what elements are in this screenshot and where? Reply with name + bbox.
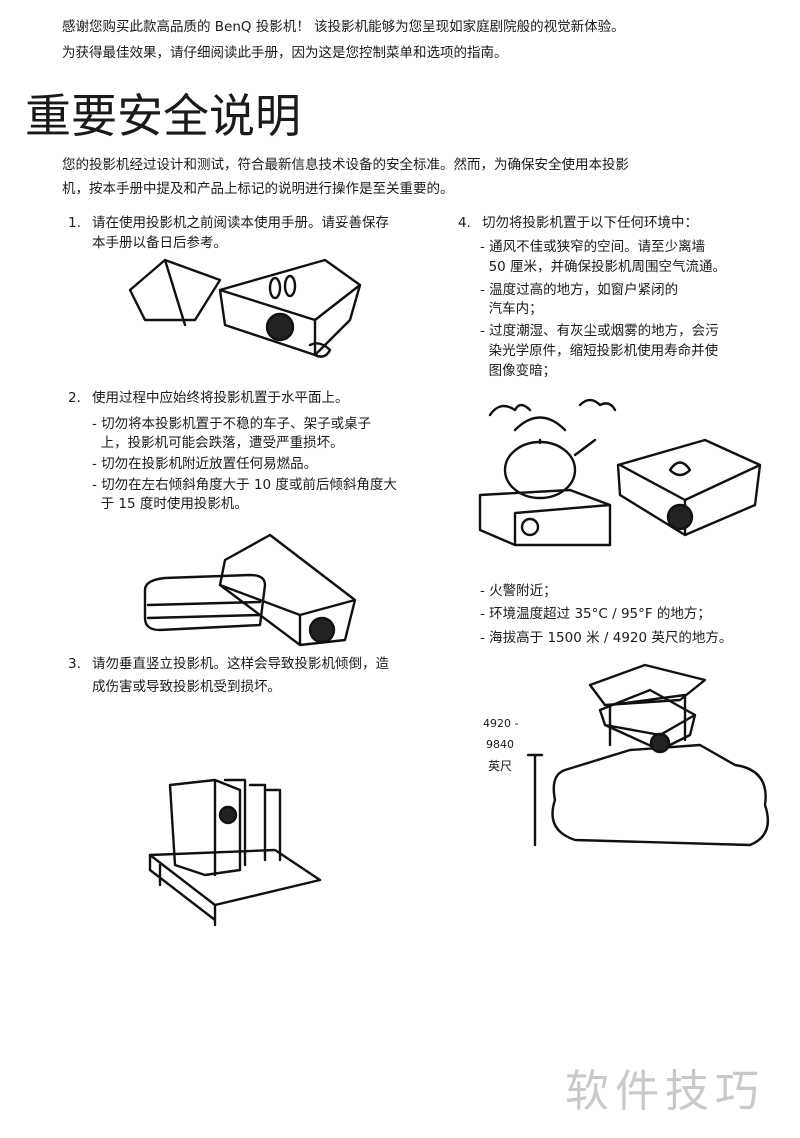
intro-line: 感谢您购买此款高品质的 BenQ 投影机！ 该投影机能够为您呈现如家庭剧院般的视… xyxy=(62,19,625,35)
item-number: 1. xyxy=(68,215,81,231)
sub-item: 染光学原件，缩短投影机使用寿命并使 xyxy=(480,343,719,359)
sub-item: - 过度潮湿、有灰尘或烟雾的地方，会污 xyxy=(480,323,719,339)
altitude-label: 9840 xyxy=(486,738,514,751)
sub-item: 50 厘米，并确保投影机周围空气流通。 xyxy=(480,259,727,275)
watermark: 软件技巧 xyxy=(565,1066,765,1117)
sub-item: 图像变暗； xyxy=(480,363,557,379)
sub-item: - 环境温度超过 35°C / 95°F 的地方； xyxy=(480,606,711,622)
lead-line: 您的投影机经过设计和测试，符合最新信息技术设备的安全标准。然而，为确保安全使用本… xyxy=(62,157,629,173)
page-title: 重要安全说明 xyxy=(25,89,301,143)
kettle-and-projector-illustration xyxy=(470,395,770,549)
sub-item: 汽车内； xyxy=(480,301,543,317)
sub-item: - 通风不佳或狭窄的空间。请至少离墙 xyxy=(480,239,706,255)
item-text: 切勿将投影机置于以下任何环境中： xyxy=(482,215,698,231)
item-text: 本手册以备日后参考。 xyxy=(92,235,227,251)
item-text: 请在使用投影机之前阅读本使用手册。请妥善保存 xyxy=(92,215,389,231)
intro-line: 为获得最佳效果，请仔细阅读此手册，因为这是您控制菜单和选项的指南。 xyxy=(62,45,508,61)
sub-item: 上，投影机可能会跌落，遭受严重损坏。 xyxy=(92,435,344,451)
sub-item: - 切勿将本投影机置于不稳的车子、架子或桌子 xyxy=(92,416,372,432)
mountain-projector-illustration xyxy=(520,655,790,859)
item-text: 请勿垂直竖立投影机。这样会导致投影机倾倒，造 xyxy=(92,656,389,672)
sub-item: - 切勿在左右倾斜角度大于 10 度或前后倾斜角度大 xyxy=(92,477,397,493)
vertical-projector-illustration xyxy=(145,770,325,934)
item-number: 4. xyxy=(458,215,471,231)
sub-item: 于 15 度时使用投影机。 xyxy=(92,496,248,512)
altitude-label: 4920 - xyxy=(483,717,519,730)
item-text: 使用过程中应始终将投影机置于水平面上。 xyxy=(92,390,349,406)
sub-item: - 切勿在投影机附近放置任何易燃品。 xyxy=(92,456,318,472)
sub-item: - 温度过高的地方，如窗户紧闭的 xyxy=(480,282,679,298)
item-number: 3. xyxy=(68,656,81,672)
altitude-label: 英尺 xyxy=(488,759,513,773)
tilted-projector-illustration xyxy=(140,530,360,654)
projector-reading-manual-illustration xyxy=(125,250,365,364)
lead-line: 机，按本手册中提及和产品上标记的说明进行操作是至关重要的。 xyxy=(62,181,454,197)
item-number: 2. xyxy=(68,390,81,406)
item-text: 成伤害或导致投影机受到损坏。 xyxy=(92,679,281,695)
sub-item: - 海拔高于 1500 米 / 4920 英尺的地方。 xyxy=(480,630,733,646)
sub-item: - 火警附近； xyxy=(480,583,557,599)
